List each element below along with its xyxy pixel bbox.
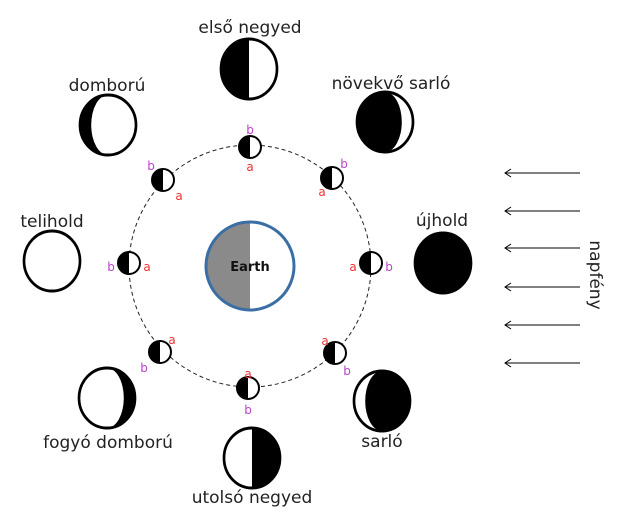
moon-outline bbox=[22, 229, 82, 293]
orbit-moon: ab bbox=[318, 157, 347, 199]
point-b-label: b bbox=[340, 157, 348, 171]
earth: Earth bbox=[204, 220, 296, 312]
moon-outline bbox=[219, 37, 279, 101]
point-a-label: a bbox=[349, 260, 356, 274]
phase-label: első negyed bbox=[198, 18, 301, 38]
moon-outline bbox=[238, 135, 262, 159]
moon-outline bbox=[320, 166, 344, 190]
moon-icon bbox=[352, 369, 412, 433]
sunlight-arrow bbox=[504, 358, 580, 368]
orbit-moon: ab bbox=[140, 333, 175, 375]
phase-moon: növekvő sarló bbox=[332, 74, 451, 154]
moon-outline bbox=[359, 251, 383, 275]
moon-disc bbox=[415, 233, 471, 293]
moon-shadow bbox=[152, 169, 163, 191]
moon-icon bbox=[77, 366, 137, 430]
moon-outline bbox=[413, 231, 473, 295]
phase-label: utolsó negyed bbox=[192, 488, 313, 508]
moon-outline bbox=[222, 426, 282, 490]
point-a-label: a bbox=[318, 185, 325, 199]
point-a-label: a bbox=[246, 160, 253, 174]
phase-moon: utolsó negyed bbox=[192, 426, 313, 508]
moon-shadow bbox=[365, 371, 410, 431]
orbit-moon: ab bbox=[321, 334, 350, 378]
moon-shadow bbox=[80, 95, 108, 155]
sunlight-arrow bbox=[504, 282, 580, 292]
moon-outline bbox=[117, 251, 141, 275]
orbit-moon: ab bbox=[236, 367, 260, 417]
phase-moon: sarló bbox=[352, 369, 412, 452]
phase-moon: domború bbox=[69, 76, 146, 157]
moon-icon bbox=[78, 93, 138, 157]
moon-disc bbox=[79, 368, 135, 428]
sunlight-arrow bbox=[504, 206, 580, 216]
sunlight-arrow bbox=[504, 320, 580, 330]
moon-shadow bbox=[221, 39, 249, 99]
moon-outline bbox=[323, 341, 347, 365]
moon-outline bbox=[355, 90, 415, 154]
moon-outline bbox=[236, 376, 260, 400]
sunlight-arrows bbox=[504, 168, 580, 368]
point-a-label: a bbox=[244, 367, 251, 381]
moon-icon bbox=[355, 90, 415, 154]
moon-outline bbox=[78, 93, 138, 157]
orbit-moon: ab bbox=[147, 159, 182, 203]
point-a-label: a bbox=[168, 333, 175, 347]
phase-label: sarló bbox=[361, 432, 402, 452]
phase-moon: telihold bbox=[20, 212, 84, 293]
orbit-moon: ab bbox=[238, 123, 262, 174]
moon-outline bbox=[352, 369, 412, 433]
earth-night-side bbox=[205, 221, 250, 311]
moon-icon bbox=[413, 231, 473, 295]
point-b-label: b bbox=[244, 403, 252, 417]
moon-icon bbox=[222, 426, 282, 490]
point-a-label: a bbox=[321, 334, 328, 348]
phase-label: domború bbox=[69, 76, 146, 96]
point-b-label: b bbox=[147, 159, 155, 173]
earth-label: Earth bbox=[230, 260, 270, 275]
point-b-label: b bbox=[343, 364, 351, 378]
moon-shadow bbox=[252, 428, 280, 488]
point-b-label: b bbox=[385, 260, 393, 274]
sunlight-label: napfény bbox=[585, 240, 605, 309]
phase-moon: újhold bbox=[413, 211, 473, 295]
moon-disc bbox=[80, 95, 136, 155]
phase-label: fogyó domború bbox=[43, 433, 173, 453]
sunlight-arrow bbox=[504, 243, 580, 253]
earth-outline bbox=[204, 220, 296, 312]
sunlight-arrow bbox=[504, 168, 580, 178]
moon-shadow bbox=[360, 252, 371, 274]
point-b-label: b bbox=[140, 361, 148, 375]
point-a-label: a bbox=[175, 189, 182, 203]
point-b-label: b bbox=[246, 123, 254, 137]
moon-shadow bbox=[239, 136, 250, 158]
moon-shadow bbox=[149, 341, 160, 363]
moon-shadow bbox=[357, 92, 402, 152]
moon-outline bbox=[151, 168, 175, 192]
moon-shadow bbox=[118, 252, 129, 274]
moon-icon bbox=[219, 37, 279, 101]
moon-shadow bbox=[321, 167, 332, 189]
moon-outline bbox=[148, 340, 172, 364]
moon-outline bbox=[77, 366, 137, 430]
moon-icon bbox=[22, 229, 82, 293]
moon-disc bbox=[23, 231, 80, 291]
phase-label: újhold bbox=[416, 211, 468, 231]
moon-shadow bbox=[324, 342, 335, 364]
point-b-label: b bbox=[107, 260, 115, 274]
moon-shadow bbox=[107, 368, 135, 428]
phase-label: telihold bbox=[20, 212, 83, 232]
phase-moons: első negyed növekvő sarló újhold sarló utols… bbox=[20, 18, 473, 508]
orbit-moon: ab bbox=[107, 251, 151, 275]
moon-shadow bbox=[237, 377, 248, 399]
phase-label: növekvő sarló bbox=[332, 74, 451, 94]
phase-moon: fogyó domború bbox=[43, 366, 173, 453]
phase-moon: első negyed bbox=[198, 18, 302, 101]
point-a-label: a bbox=[143, 260, 150, 274]
